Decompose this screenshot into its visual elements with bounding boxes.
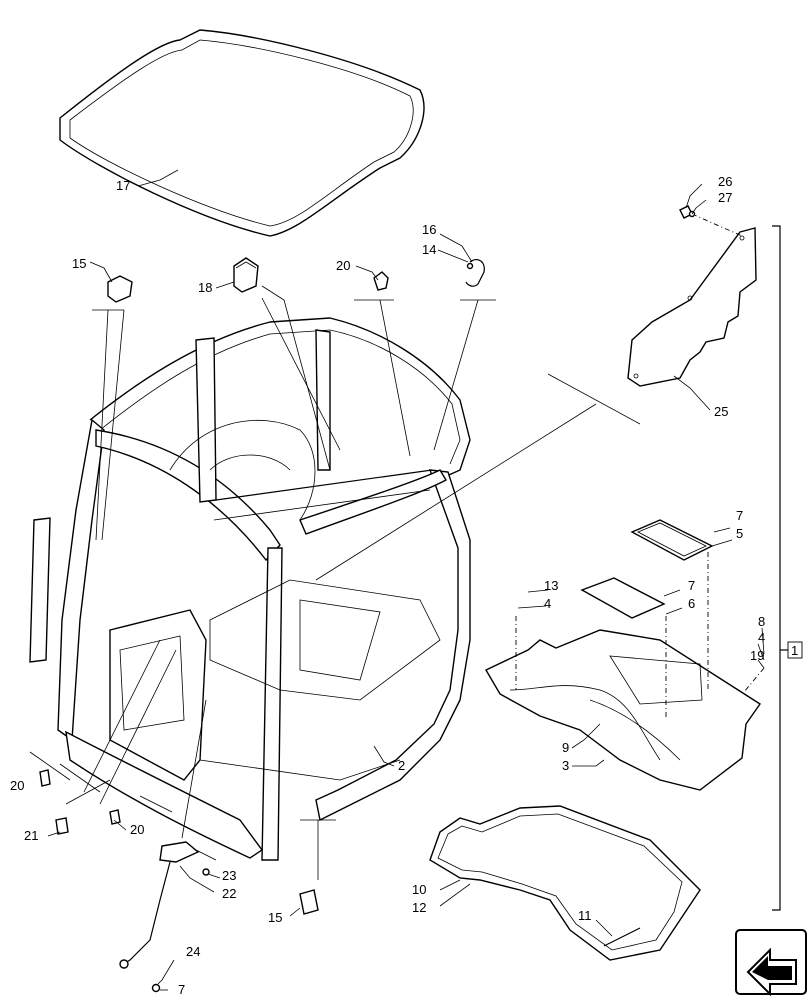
callout-labels: 17 15 18 20 16 14 26 27 25 7 5 13 4 7 6 … bbox=[10, 174, 803, 997]
callout-22: 22 bbox=[222, 886, 236, 901]
callout-8: 8 bbox=[758, 614, 765, 629]
plug-20-left bbox=[39, 769, 51, 787]
callout-16: 16 bbox=[422, 222, 436, 237]
callout-23: 23 bbox=[222, 868, 236, 883]
callout-24: 24 bbox=[186, 944, 200, 959]
callout-18: 18 bbox=[198, 280, 212, 295]
plug-21 bbox=[55, 817, 69, 835]
callout-1-box bbox=[787, 641, 803, 659]
floor-mat-9 bbox=[485, 629, 761, 791]
lever-22 bbox=[119, 841, 200, 969]
callout-25: 25 bbox=[714, 404, 728, 419]
rear-panel-25 bbox=[627, 213, 757, 387]
callout-26: 26 bbox=[718, 174, 732, 189]
callout-7-b: 7 bbox=[688, 578, 695, 593]
screw-26-27 bbox=[679, 205, 696, 219]
callout-20-top: 20 bbox=[336, 258, 350, 273]
fastener-23 bbox=[202, 868, 210, 876]
callout-1: 1 bbox=[791, 643, 798, 658]
bracket-15-bottom bbox=[299, 889, 319, 915]
callout-14: 14 bbox=[422, 242, 436, 257]
callout-20-left: 20 bbox=[10, 778, 24, 793]
callout-15-top: 15 bbox=[72, 256, 86, 271]
callout-7-a: 7 bbox=[736, 508, 743, 523]
plate-5 bbox=[630, 519, 714, 561]
leader-lines bbox=[29, 169, 788, 991]
bracket-15-top bbox=[107, 275, 133, 303]
callout-19: 19 bbox=[750, 648, 764, 663]
roof-seal-17 bbox=[59, 29, 425, 237]
callout-17: 17 bbox=[116, 178, 130, 193]
callout-12: 12 bbox=[412, 900, 426, 915]
plate-6 bbox=[580, 577, 666, 619]
callout-3: 3 bbox=[562, 758, 569, 773]
callout-5: 5 bbox=[736, 526, 743, 541]
plug-20-top bbox=[373, 271, 389, 291]
callout-9: 9 bbox=[562, 740, 569, 755]
callout-21: 21 bbox=[24, 828, 38, 843]
callout-10: 10 bbox=[412, 882, 426, 897]
plug-20-bottom bbox=[109, 809, 121, 825]
washer-24-7 bbox=[151, 983, 161, 993]
cab-frame-2 bbox=[29, 317, 471, 861]
callout-13: 13 bbox=[544, 578, 558, 593]
callout-2: 2 bbox=[398, 758, 405, 773]
callout-4-a: 4 bbox=[544, 596, 551, 611]
callout-11: 11 bbox=[578, 908, 592, 923]
next-page-arrow-icon[interactable] bbox=[735, 929, 807, 997]
hook-16 bbox=[465, 259, 485, 287]
callout-20-bottom: 20 bbox=[130, 822, 144, 837]
callout-27: 27 bbox=[718, 190, 732, 205]
floor-seal-10-12 bbox=[429, 805, 701, 961]
callout-4-b: 4 bbox=[758, 630, 765, 645]
callout-7-c: 7 bbox=[178, 982, 185, 997]
callout-15-bottom: 15 bbox=[268, 910, 282, 925]
callout-6: 6 bbox=[688, 596, 695, 611]
block-18 bbox=[233, 257, 259, 293]
